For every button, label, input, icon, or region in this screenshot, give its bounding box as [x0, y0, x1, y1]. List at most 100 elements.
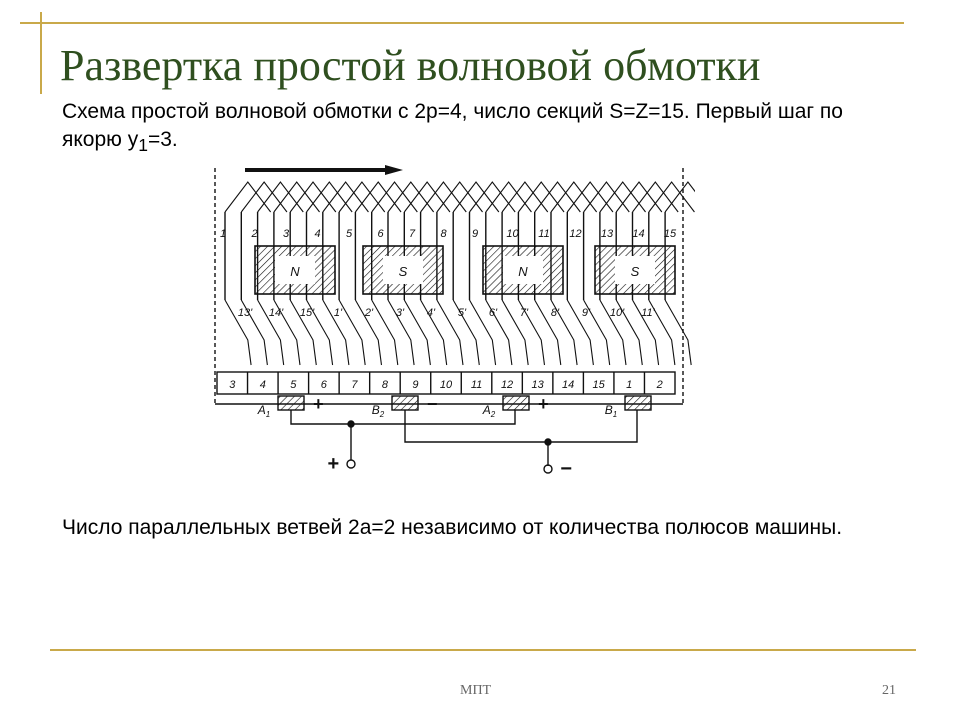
top-end-connection [289, 181, 337, 213]
slot-label-top: 10 [506, 228, 519, 240]
bottom-end-connection [371, 299, 399, 366]
commutator-segment-label: 3 [229, 379, 236, 391]
slot-label-top: 1 [220, 228, 226, 240]
slot-label-bottom: 9' [582, 307, 591, 319]
pole-label: S [631, 264, 640, 279]
bottom-end-connection [517, 299, 546, 366]
commutator-segment-label: 9 [412, 379, 418, 391]
bottom-end-connection [501, 299, 529, 366]
slot-label-bottom: 11' [641, 307, 655, 319]
slot-label-top: 11 [538, 228, 549, 240]
commutator-segment-label: 7 [351, 379, 358, 391]
slot-label-top: 13 [601, 228, 614, 240]
top-end-connection [648, 181, 695, 213]
top-end-connection [485, 181, 532, 213]
commutator-segment-label: 10 [440, 379, 453, 391]
brush-label: A2 [482, 403, 496, 419]
brush [502, 395, 530, 411]
commutator-segment-label: 8 [382, 379, 389, 391]
bottom-end-connection [338, 299, 366, 366]
slot-label-bottom: 10' [610, 307, 625, 319]
top-end-connection [387, 181, 435, 213]
top-end-connection [240, 181, 288, 213]
slot-label-top: 9 [472, 228, 478, 240]
pole-label: N [290, 264, 300, 279]
bottom-end-connection [240, 299, 268, 366]
bottom-end-connection [648, 299, 676, 366]
top-end-connection [632, 181, 679, 213]
plus-terminal [346, 459, 356, 469]
pole-label-bg [503, 256, 543, 284]
slot-label-top: 7 [409, 228, 416, 240]
top-end-connection [306, 181, 353, 213]
subtitle-text: Схема простой волновой обмотки с 2p=4, ч… [62, 100, 843, 151]
bottom-end-connection [452, 299, 480, 366]
top-end-connection [550, 181, 598, 213]
top-end-connection [534, 181, 581, 213]
slide-title: Развертка простой волновой обмотки [60, 41, 761, 90]
slot-label-bottom: 14' [269, 307, 284, 319]
commutator-segment-label: 6 [321, 379, 328, 391]
brush-label: B2 [372, 403, 385, 419]
pole-label: S [399, 264, 408, 279]
subtitle-subscript: 1 [138, 135, 148, 156]
bottom-end-connection [224, 299, 252, 366]
footer-rule [50, 649, 916, 651]
slot-label-top: 15 [664, 228, 677, 240]
page-number: 21 [882, 683, 896, 698]
slot-label-bottom: 6' [489, 307, 498, 319]
brush-polarity: − [427, 394, 438, 414]
slot-label-bottom: 7' [520, 307, 529, 319]
pole-label: N [518, 264, 528, 279]
top-end-connection [354, 181, 402, 213]
plus-terminal-sign: + [327, 453, 339, 475]
bottom-end-connection [485, 299, 513, 366]
bottom-end-connection [436, 299, 464, 366]
bottom-end-connection [664, 299, 692, 366]
slot-label-top: 2 [250, 228, 257, 240]
top-end-connection [420, 181, 467, 213]
top-end-connection [403, 181, 451, 213]
brush-label: A1 [257, 403, 270, 419]
top-end-connection [371, 181, 418, 213]
top-end-connection [517, 181, 565, 213]
top-end-connection [664, 181, 695, 213]
brush [391, 395, 419, 411]
top-end-connection [224, 181, 272, 213]
bottom-end-connection [354, 299, 383, 366]
commutator-segment-label: 12 [501, 379, 513, 391]
minus-terminal [543, 464, 553, 474]
brush [624, 395, 652, 411]
header-vertical-rule [40, 12, 42, 94]
top-end-connection [257, 181, 304, 213]
pole-label-bg [383, 256, 423, 284]
commutator-segment-label: 13 [531, 379, 544, 391]
slot-label-top: 3 [283, 228, 290, 240]
slot-label-top: 14 [632, 228, 644, 240]
minus-bus [404, 410, 638, 443]
slide-subtitle: Схема простой волновой обмотки с 2p=4, ч… [62, 98, 882, 159]
slot-label-bottom: 2' [364, 307, 374, 319]
bottom-end-connection [306, 299, 334, 366]
bottom-end-connection [534, 299, 562, 366]
footer-text: МПТ [460, 683, 492, 698]
commutator-segment-label: 5 [290, 379, 297, 391]
commutator-segment-label: 1 [626, 379, 632, 391]
top-end-connection [452, 181, 500, 213]
slot-label-top: 8 [440, 228, 447, 240]
commutator-segment-label: 2 [656, 379, 663, 391]
bottom-end-connection [403, 299, 431, 366]
minus-terminal-sign: − [560, 458, 572, 480]
bottom-end-connection [289, 299, 317, 366]
top-end-connection [566, 181, 614, 213]
slide-note: Число параллельных ветвей 2a=2 независим… [62, 516, 843, 539]
brush-label: B1 [605, 403, 617, 419]
top-end-connection [338, 181, 386, 213]
direction-arrowhead [385, 165, 403, 175]
top-end-connection [469, 181, 516, 213]
bottom-end-connection [566, 299, 594, 366]
slot-label-top: 4 [314, 228, 320, 240]
brush-polarity: + [313, 394, 324, 414]
commutator [216, 371, 676, 395]
